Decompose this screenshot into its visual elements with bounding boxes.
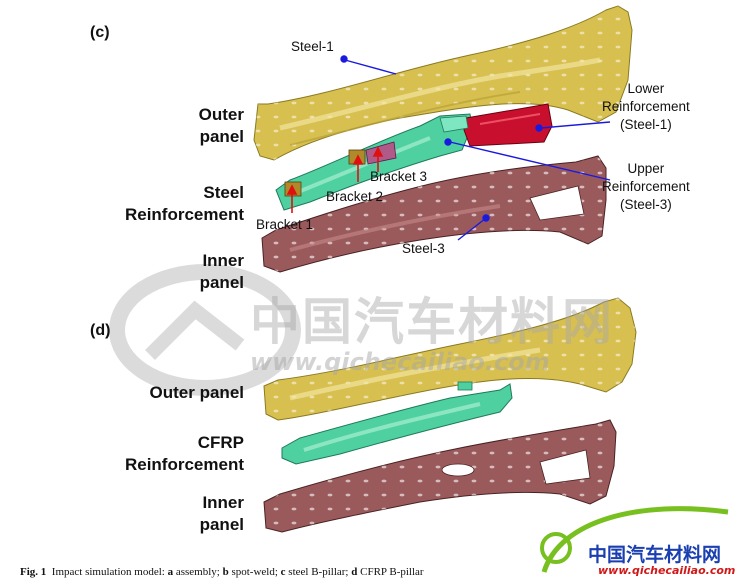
panel-c-tag: (c): [90, 24, 110, 41]
blue-leader-lines: [340, 55, 611, 241]
inner-panel-label-c: Inner panel: [199, 251, 244, 292]
upper-reinforcement-label: Upper Reinforcement (Steel-3): [602, 161, 690, 212]
steel-reinforcement-label: Steel Reinforcement: [124, 183, 244, 224]
outer-panel-steel-c: [253, 5, 633, 161]
watermark-cn-text: 中国汽车材料网: [250, 293, 614, 351]
logo-cn-text: 中国汽车材料网: [588, 544, 722, 566]
bracket1-label: Bracket 1: [256, 217, 314, 232]
cfrp-reinforcement-d: [281, 381, 513, 465]
inner-panel-steel-c: [261, 155, 607, 273]
figure-caption: Fig. 1 Impact simulation model: a assemb…: [20, 566, 424, 578]
watermark-url: www.qichecailiao.com: [250, 348, 550, 376]
site-logo: [540, 506, 729, 573]
steel3-label: Steel-3: [402, 241, 445, 256]
cfrp-reinforcement-label: CFRP Reinforcement: [124, 433, 244, 474]
steel-reinforcement-c: [275, 103, 553, 211]
outer-panel-label-c: Outer panel: [198, 105, 244, 146]
caption-fig: Fig. 1: [20, 566, 47, 578]
outer-panel-label-d: Outer panel: [149, 383, 244, 402]
bracket3-label: Bracket 3: [370, 169, 428, 184]
red-bracket-arrows: [286, 146, 384, 213]
panel-d-tag: (d): [90, 322, 111, 339]
logo-url: www.qichecailiao.com: [598, 564, 736, 577]
outer-panel-steel-d: [263, 297, 637, 421]
bracket2-label: Bracket 2: [326, 189, 384, 204]
lower-reinforcement-label: Lower Reinforcement (Steel-1): [602, 81, 690, 132]
inner-panel-steel-d: [263, 419, 617, 533]
inner-panel-label-d: Inner panel: [199, 493, 244, 534]
steel1-label: Steel-1: [291, 39, 334, 54]
watermark: [109, 264, 301, 396]
